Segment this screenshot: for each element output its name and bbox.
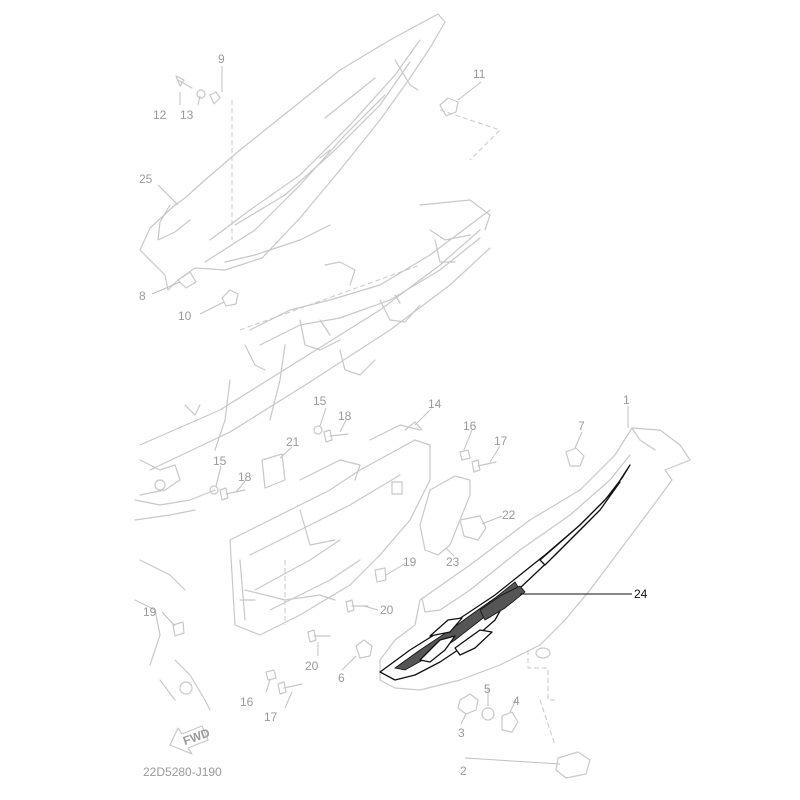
callout-16a: 16 xyxy=(463,419,477,433)
part-19-clip-b xyxy=(172,621,185,637)
callout-23: 23 xyxy=(446,555,460,569)
callout-24: 24 xyxy=(634,587,648,601)
callout-20a: 20 xyxy=(380,603,394,617)
callout-16b: 16 xyxy=(240,695,254,709)
part-21-label xyxy=(261,453,286,489)
callout-labels: 1 2 3 4 5 6 7 8 9 10 11 12 13 14 15 15 1… xyxy=(139,52,648,779)
callout-5: 5 xyxy=(484,682,491,696)
callout-3: 3 xyxy=(458,726,465,740)
rear-frame xyxy=(134,109,501,711)
diagram-code: 22D5280-J190 xyxy=(143,765,222,779)
part-22-connector xyxy=(459,515,487,541)
fasteners xyxy=(175,75,591,779)
upper-side-cover-25 xyxy=(139,13,446,291)
callout-10: 10 xyxy=(178,309,192,323)
callout-22: 22 xyxy=(502,508,516,522)
fwd-arrow-icon: FWD xyxy=(169,725,212,755)
battery-box xyxy=(229,424,431,636)
callout-21: 21 xyxy=(286,435,300,449)
part-23-cushion xyxy=(419,475,471,556)
callout-1: 1 xyxy=(623,393,630,407)
callout-9: 9 xyxy=(218,52,225,66)
callout-12: 12 xyxy=(153,108,167,122)
leader-lines xyxy=(151,66,632,765)
callout-18b: 18 xyxy=(238,470,252,484)
callout-7: 7 xyxy=(578,419,585,433)
decal-24 xyxy=(379,464,631,681)
callout-4: 4 xyxy=(513,694,520,708)
callout-11: 11 xyxy=(473,67,486,81)
callout-14: 14 xyxy=(428,397,442,411)
callout-13: 13 xyxy=(180,108,194,122)
callout-19a: 19 xyxy=(403,555,417,569)
callout-17b: 17 xyxy=(264,710,278,724)
callout-20b: 20 xyxy=(305,659,319,673)
callout-15b: 15 xyxy=(213,454,227,468)
callout-15a: 15 xyxy=(313,394,327,408)
callout-25: 25 xyxy=(139,172,153,186)
callout-6: 6 xyxy=(338,671,345,685)
callout-17a: 17 xyxy=(494,434,508,448)
callout-19b: 19 xyxy=(143,605,157,619)
callout-8: 8 xyxy=(139,289,146,303)
callout-2: 2 xyxy=(460,764,467,778)
callout-18a: 18 xyxy=(338,409,352,423)
part-19-clip-a xyxy=(374,567,387,583)
